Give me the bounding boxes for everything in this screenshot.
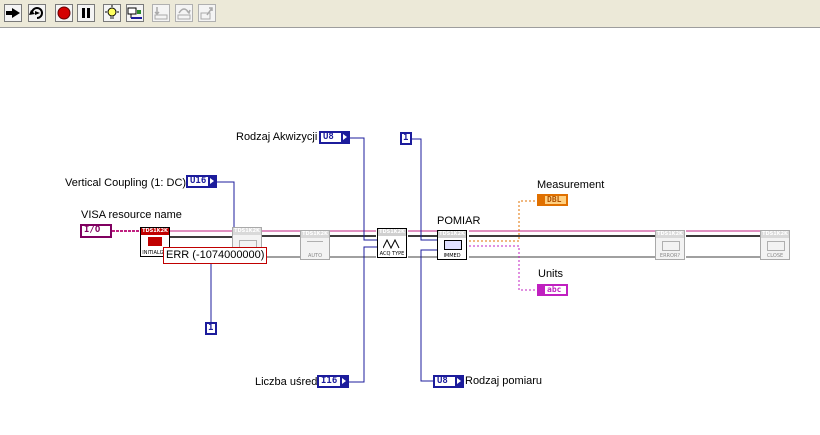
close-vi[interactable]: TDS1K2K CLOSE (760, 230, 790, 260)
measurement-wire (469, 200, 538, 242)
rodzaj-akwizycji-wire (350, 137, 378, 241)
label-rodzaj-akwizycji: Rodzaj Akwizycji (236, 131, 318, 143)
measure-icon (444, 240, 462, 250)
output-arrow-icon (341, 133, 348, 142)
acq-type-vi[interactable]: TDS1K2K ACQ TYPE (377, 228, 407, 258)
label-vertical-coupling: Vertical Coupling (1: DC) (65, 177, 187, 189)
label-rodzaj-pomiaru: Rodzaj pomiaru (465, 375, 543, 387)
label-pomiar: POMIAR (437, 215, 481, 227)
const-bottom-wire (210, 261, 225, 322)
waveform-icon (383, 238, 400, 250)
liczba-usred-wire (343, 246, 378, 383)
step-into-icon (154, 7, 168, 20)
error-probe[interactable]: ERR (-1074000000) (163, 247, 268, 264)
retain-wire-values-icon (127, 7, 142, 19)
const-bottom-terminal[interactable]: 1 (205, 322, 217, 335)
block-diagram[interactable]: Rodzaj Akwizycji Vertical Coupling (1: D… (0, 28, 820, 435)
label-liczba-usred: Liczba uśred (255, 376, 318, 388)
retain-wire-values-button[interactable] (126, 4, 144, 22)
const-top-wire (412, 138, 437, 241)
auto-icon (307, 241, 323, 248)
error-icon (662, 241, 680, 251)
step-out-icon (200, 7, 213, 20)
pause-button[interactable] (77, 4, 95, 22)
output-arrow-icon (455, 377, 462, 386)
abort-button[interactable] (55, 4, 73, 22)
const-top-terminal[interactable]: 1 (400, 132, 412, 145)
abort-icon (57, 6, 71, 20)
output-arrow-icon (340, 377, 347, 386)
input-arrow-icon (539, 196, 545, 204)
run-continuously-button[interactable] (28, 4, 46, 22)
output-arrow-icon (208, 177, 215, 186)
wires (112, 137, 760, 383)
run-button[interactable] (4, 4, 22, 22)
vertical-coupling-wire (217, 181, 235, 231)
rodzaj-pomiaru-terminal[interactable]: U8 (433, 375, 464, 388)
highlight-execution-icon (105, 5, 119, 19)
init-icon (148, 237, 162, 246)
autoset-vi[interactable]: TDS1K2K AUTO (300, 230, 330, 260)
step-into-button[interactable] (152, 4, 170, 22)
rodzaj-pomiaru-wire (420, 249, 437, 382)
error-query-vi[interactable]: TDS1K2K ERROR? (655, 230, 685, 260)
measurement-indicator[interactable]: DBL (537, 194, 568, 206)
pause-icon (82, 8, 90, 18)
toolbar (0, 0, 820, 28)
highlight-execution-button[interactable] (103, 4, 121, 22)
input-arrow-icon (539, 286, 545, 294)
label-measurement: Measurement (537, 179, 605, 191)
units-indicator[interactable]: abc (537, 284, 568, 296)
measurement-vi[interactable]: TDS1K2K IMMED (437, 230, 467, 260)
error-wire-chain (170, 235, 760, 238)
label-visa-resource: VISA resource name (81, 209, 182, 221)
rodzaj-akwizycji-terminal[interactable]: U8 (319, 131, 350, 144)
initialize-vi[interactable]: TDS1K2K INITIALIZE (140, 227, 170, 257)
run-continuously-icon (29, 7, 43, 19)
close-icon (767, 241, 785, 251)
step-out-button[interactable] (198, 4, 216, 22)
step-over-icon (177, 8, 191, 20)
vertical-coupling-terminal[interactable]: U16 (186, 175, 217, 188)
visa-resource-terminal[interactable]: I/O (80, 224, 112, 238)
units-wire (469, 245, 538, 291)
liczba-usred-terminal[interactable]: I16 (317, 375, 349, 388)
step-over-button[interactable] (175, 4, 193, 22)
run-icon (6, 8, 20, 18)
label-units: Units (538, 268, 564, 280)
